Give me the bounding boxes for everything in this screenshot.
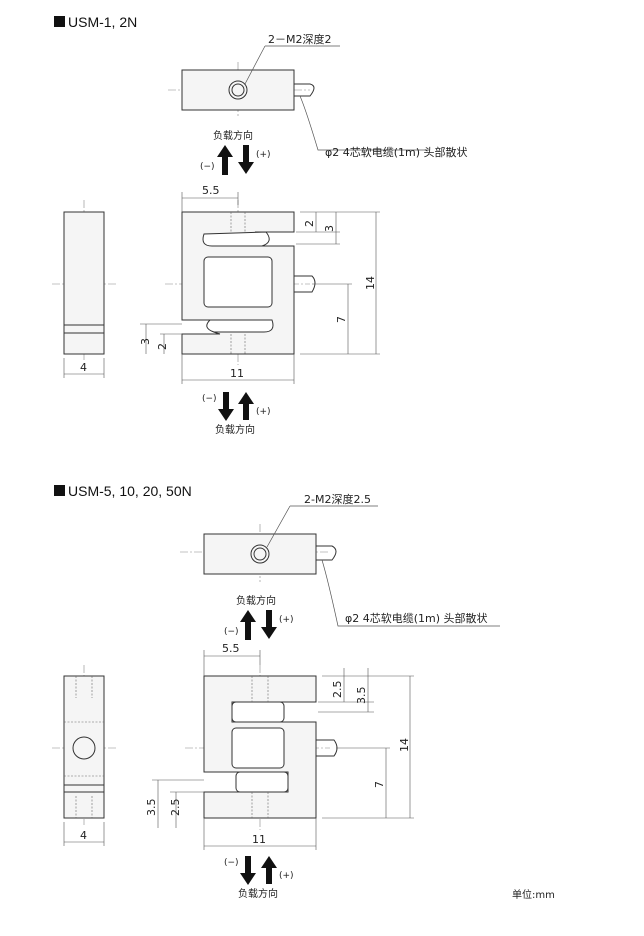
- unit-label: 单位:mm: [512, 888, 555, 901]
- load-direction-top-1: 负载方向 (−) (+): [200, 129, 271, 175]
- mount-hole-outer: [228, 80, 248, 100]
- center-window: [203, 256, 273, 308]
- cable-label-2: φ2 4芯软电缆(1m) 头部散状: [345, 611, 488, 625]
- leader-line: [244, 45, 266, 85]
- lower-slot: [206, 319, 274, 333]
- cable-stub: [294, 275, 316, 293]
- top-view-2: 2-M2深度2.5 φ2 4芯软电缆(1m) 头部散状: [180, 492, 500, 627]
- dim-upper-3: 3: [323, 225, 336, 232]
- upper-slot: [231, 701, 285, 723]
- top-view-body: [203, 533, 317, 575]
- plus-label: (+): [256, 150, 271, 160]
- section-2-title: USM-5, 10, 20, 50N: [68, 483, 192, 499]
- dim-side-4: 4: [80, 829, 87, 842]
- center-window: [231, 727, 285, 769]
- arrow-up-icon: [238, 392, 254, 420]
- side-view-body: [63, 675, 105, 819]
- mount-hole-inner: [231, 83, 245, 97]
- minus-label: (−): [224, 858, 239, 868]
- side-hole: [72, 736, 96, 760]
- title-square-2: [54, 485, 65, 496]
- cable-label-1: φ2 4芯软电缆(1m) 头部散状: [325, 145, 468, 159]
- mount-hole-outer: [250, 544, 270, 564]
- mount-hole-inner: [253, 547, 267, 561]
- section-1: USM-1, 2N 2－M2深度2 φ2 4芯软电缆(1m) 头部散状 负载方向…: [52, 14, 468, 436]
- dim-width: 11: [230, 367, 244, 380]
- arrow-down-icon: [261, 610, 277, 639]
- arrow-down-icon: [238, 145, 254, 174]
- side-view-body: [63, 211, 105, 355]
- load-direction-label: 负载方向: [213, 129, 253, 142]
- load-direction-top-2: 负载方向 (−) (+): [224, 594, 294, 640]
- arrow-up-icon: [240, 610, 256, 640]
- dim-lower-25: 2.5: [169, 799, 182, 817]
- hole-label-2: 2-M2深度2.5: [304, 492, 371, 506]
- dim-top-width: 5.5: [222, 642, 240, 655]
- top-view-1: 2－M2深度2 φ2 4芯软电缆(1m) 头部散状: [168, 32, 468, 159]
- dim-lower-3: 3: [139, 338, 152, 345]
- dim-width: 11: [252, 833, 266, 846]
- minus-label: (−): [202, 394, 217, 404]
- dim-lower-35: 3.5: [145, 799, 158, 817]
- minus-label: (−): [224, 627, 239, 637]
- lower-slot: [235, 771, 289, 793]
- plus-label: (+): [279, 871, 294, 881]
- load-direction-label: 负载方向: [215, 423, 255, 436]
- side-view-1: 4: [52, 200, 116, 378]
- load-direction-bottom-2: (−) (+) 负载方向: [224, 856, 294, 900]
- dim-upper-35: 3.5: [355, 687, 368, 705]
- dim-lower-7: 7: [373, 781, 386, 788]
- arrow-down-icon: [218, 392, 234, 421]
- arrow-down-icon: [240, 856, 256, 885]
- section-1-title: USM-1, 2N: [68, 14, 137, 30]
- section-2: USM-5, 10, 20, 50N 2-M2深度2.5 φ2 4芯软电缆(1m…: [52, 483, 555, 901]
- cable-leader: [299, 95, 430, 151]
- side-view-2: 4: [52, 665, 116, 846]
- front-view-1: 5.5 11 14 2 3 7 3: [139, 184, 380, 384]
- plus-label: (+): [279, 615, 294, 625]
- dim-top-width: 5.5: [202, 184, 220, 197]
- hole-label-1: 2－M2深度2: [268, 32, 332, 46]
- dim-side-4: 4: [80, 361, 87, 374]
- cable-stub: [294, 83, 315, 97]
- plus-label: (+): [256, 407, 271, 417]
- upper-slot: [202, 231, 270, 247]
- leader-line: [266, 505, 291, 548]
- cable-leader: [321, 559, 500, 627]
- front-view-2: 5.5 11 14 2.5 3.5 7: [145, 642, 414, 850]
- arrow-up-icon: [261, 856, 277, 884]
- arrow-up-icon: [217, 145, 233, 175]
- load-direction-label: 负载方向: [238, 887, 278, 900]
- dim-lower-7: 7: [335, 316, 348, 323]
- top-view-body: [181, 69, 295, 111]
- dim-height: 14: [364, 276, 377, 290]
- dim-upper-2: 2: [303, 220, 316, 227]
- dim-height: 14: [398, 738, 411, 752]
- dim-lower-2: 2: [156, 343, 169, 350]
- load-direction-bottom-1: (−) (+) 负载方向: [202, 392, 271, 436]
- cable-stub: [316, 545, 337, 561]
- minus-label: (−): [200, 162, 215, 172]
- title-square-1: [54, 16, 65, 27]
- dim-upper-25: 2.5: [331, 681, 344, 699]
- load-direction-label: 负载方向: [236, 594, 276, 607]
